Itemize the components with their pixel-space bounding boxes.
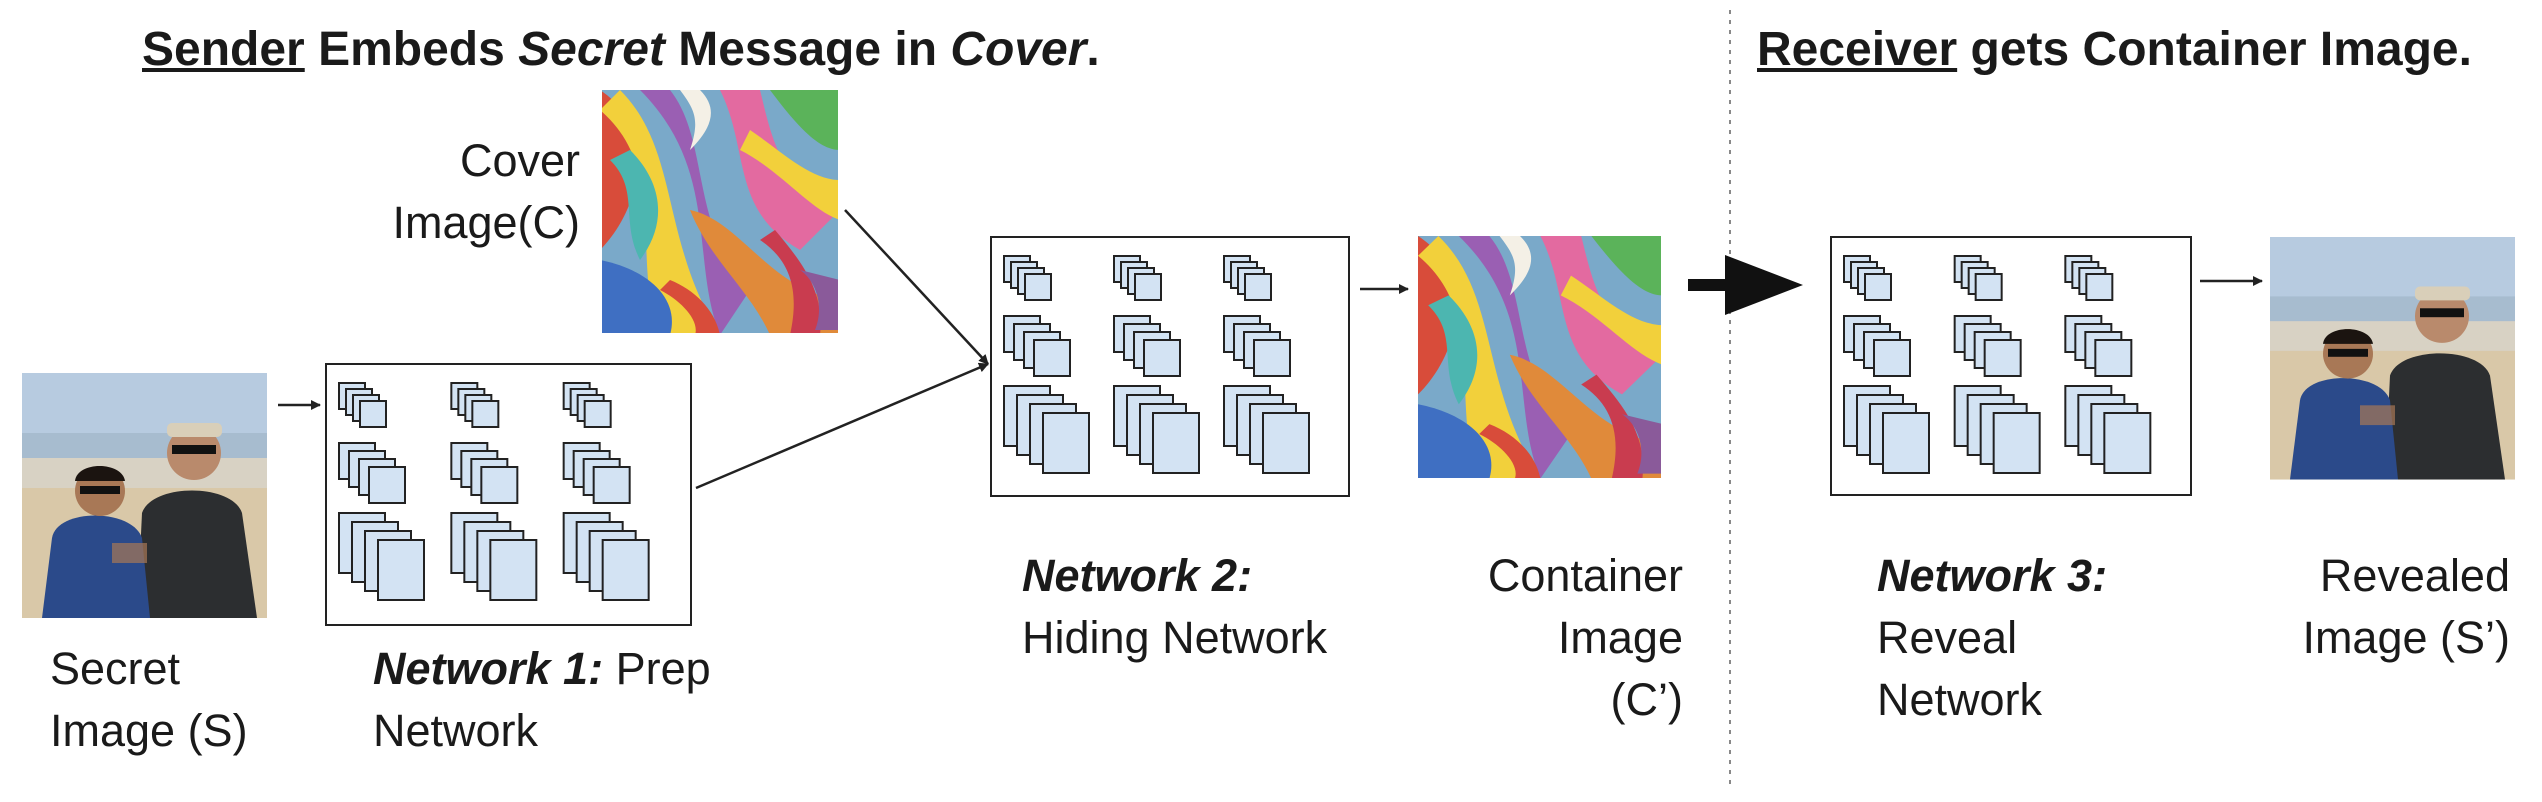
conv-layer xyxy=(2094,339,2133,377)
conv-layer xyxy=(1992,412,2041,474)
conv-layer xyxy=(1864,273,1892,301)
conv-layer xyxy=(1873,339,1911,377)
big-arrow-to-receiver xyxy=(1688,255,1803,315)
network-2-label: Network 2: Hiding Network xyxy=(1022,550,1328,663)
conv-layer xyxy=(2103,412,2152,474)
cover-image-label: Cover Image(C) xyxy=(392,135,580,248)
network-1-label: Network 1: Prep Network xyxy=(373,643,711,756)
conv-layer xyxy=(583,400,612,428)
conv-layer xyxy=(359,400,387,428)
conv-layer xyxy=(1134,273,1162,301)
arrow-cover-to-hiding xyxy=(844,209,989,365)
conv-layer xyxy=(1253,339,1291,377)
conv-layer xyxy=(1983,339,2022,377)
conv-layer xyxy=(1882,412,1930,474)
secret-image-label: Secret Image (S) xyxy=(50,643,248,756)
receiver-heading: Receiver gets Container Image. xyxy=(1757,23,2472,76)
conv-layer xyxy=(592,466,631,504)
revealed-image-label: Revealed Image (S’) xyxy=(2302,550,2510,663)
conv-layer xyxy=(1033,339,1071,377)
conv-layer xyxy=(377,539,425,601)
conv-layer xyxy=(1042,412,1090,474)
conv-layer xyxy=(2085,273,2114,301)
conv-layer xyxy=(471,400,500,428)
conv-layer xyxy=(1024,273,1052,301)
sender-heading: Sender Embeds Secret Message in Cover. xyxy=(142,23,1100,76)
conv-layer xyxy=(1262,412,1310,474)
conv-layer xyxy=(1244,273,1272,301)
conv-layer xyxy=(1974,273,2003,301)
conv-layer xyxy=(601,539,650,601)
conv-layer xyxy=(1152,412,1200,474)
container-image-label: Container Image (C’) xyxy=(1487,550,1683,725)
network-3-label: Network 3: Reveal Network xyxy=(1877,550,2108,725)
conv-layer xyxy=(368,466,406,504)
conv-layer xyxy=(480,466,519,504)
arrow-prep-to-hiding xyxy=(695,362,989,490)
conv-layer xyxy=(489,539,538,601)
conv-layer xyxy=(1143,339,1181,377)
